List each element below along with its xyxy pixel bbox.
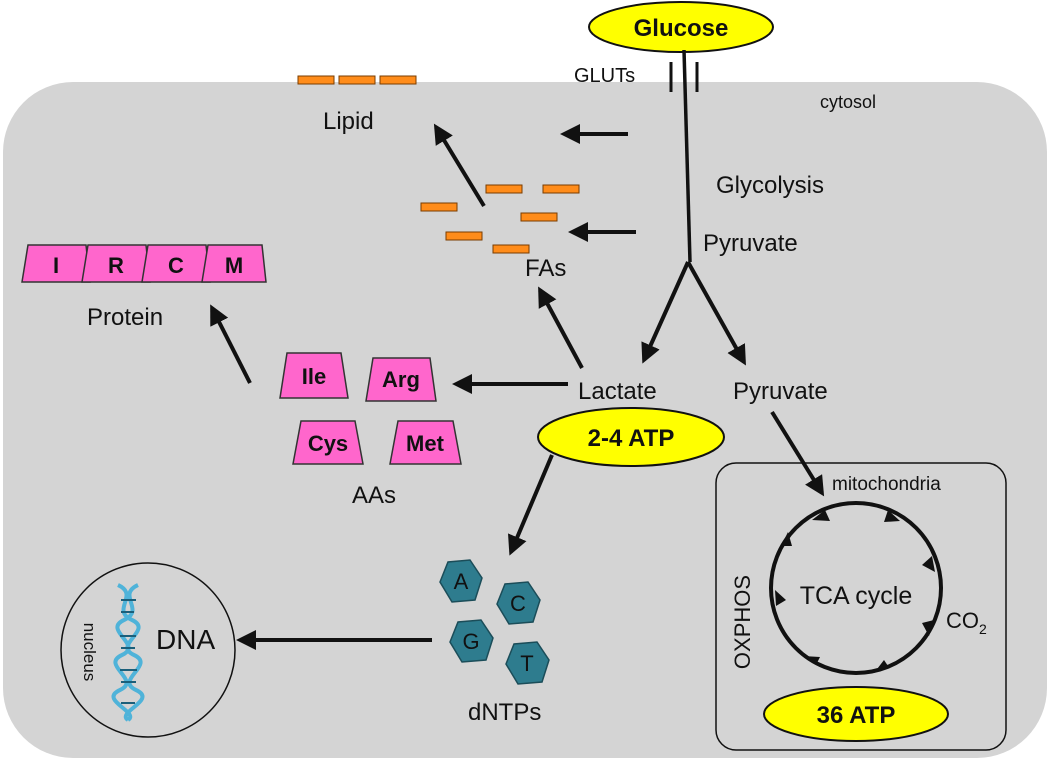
tca-cycle-ring: [769, 501, 943, 675]
amino-acid-ile: Ile: [279, 352, 349, 399]
protein-label: Protein: [87, 304, 163, 331]
glycolysis-line: [682, 49, 692, 263]
svg-text:Arg: Arg: [382, 367, 420, 392]
protein-segment: C: [141, 244, 211, 283]
co2-label: CO2: [946, 608, 987, 637]
mitochondria: [715, 462, 1007, 751]
arrow-aas-to-protein: [210, 304, 252, 384]
dna-label: DNA: [156, 624, 215, 655]
glucose-label: Glucose: [634, 15, 729, 42]
protein-segment: M: [201, 244, 267, 283]
atp-oxphos-label: 36 ATP: [817, 702, 896, 729]
atp-glycolysis-oval: [537, 407, 725, 467]
nucleotide-a: A: [439, 559, 483, 603]
glucose-oval: [588, 1, 774, 53]
atp-glycolysis-label: 2-4 ATP: [588, 425, 675, 452]
cell-cytosol: [3, 82, 1047, 758]
arrow-to-lactate: [641, 261, 690, 364]
dntps-label: dNTPs: [468, 699, 541, 726]
nucleotide-t: T: [505, 641, 550, 685]
amino-acids: Ile Arg Cys Met: [279, 352, 462, 465]
arrow-fas-to-lipid: [433, 123, 486, 208]
protein-chain: I R C M: [21, 244, 267, 283]
svg-text:A: A: [454, 569, 469, 594]
svg-text:C: C: [168, 253, 184, 278]
aas-label: AAs: [352, 482, 396, 509]
mitochondria-label: mitochondria: [832, 474, 941, 495]
svg-text:G: G: [462, 629, 479, 654]
svg-text:M: M: [225, 253, 243, 278]
svg-text:T: T: [520, 651, 533, 676]
svg-text:I: I: [53, 253, 59, 278]
cytosol-label: cytosol: [820, 92, 876, 112]
svg-text:Ile: Ile: [302, 364, 326, 389]
protein-segment: I: [21, 244, 91, 283]
nucleotide-c: C: [496, 581, 541, 625]
atp-oxphos-oval: [763, 686, 949, 742]
svg-text:C: C: [510, 591, 526, 616]
nucleotides: A C G T: [439, 559, 550, 685]
svg-text:Cys: Cys: [308, 431, 348, 456]
fas-label: FAs: [525, 255, 566, 282]
dna-helix-rungs: [120, 599, 137, 704]
tca-cycle-label: TCA cycle: [800, 582, 913, 610]
arrow-lactate-to-fas: [538, 286, 584, 369]
arrow-lactate-to-dntps: [508, 454, 554, 556]
arrow-to-pyruvate: [686, 261, 746, 366]
svg-text:R: R: [108, 253, 124, 278]
pyruvate-top-label: Pyruvate: [703, 230, 798, 257]
lipid-label: Lipid: [323, 108, 374, 135]
pyruvate-right-label: Pyruvate: [733, 378, 828, 405]
amino-acid-arg: Arg: [365, 357, 437, 402]
lactate-label: Lactate: [578, 378, 657, 405]
nucleus: [60, 562, 236, 738]
svg-text:Met: Met: [406, 431, 445, 456]
nucleotide-g: G: [449, 619, 494, 663]
nucleus-label: nucleus: [80, 623, 99, 682]
lipid-chain: [297, 75, 417, 85]
dna-helix: [111, 583, 145, 722]
protein-segment: R: [81, 244, 151, 283]
gluts-label: GLUTs: [574, 65, 635, 87]
oxphos-label: OXPHOS: [730, 575, 755, 669]
glycolysis-label: Glycolysis: [716, 172, 824, 199]
amino-acid-cys: Cys: [292, 420, 364, 465]
fatty-acids: [420, 184, 580, 254]
arrow-pyruvate-to-mitochondria: [770, 410, 825, 497]
amino-acid-met: Met: [389, 420, 462, 465]
